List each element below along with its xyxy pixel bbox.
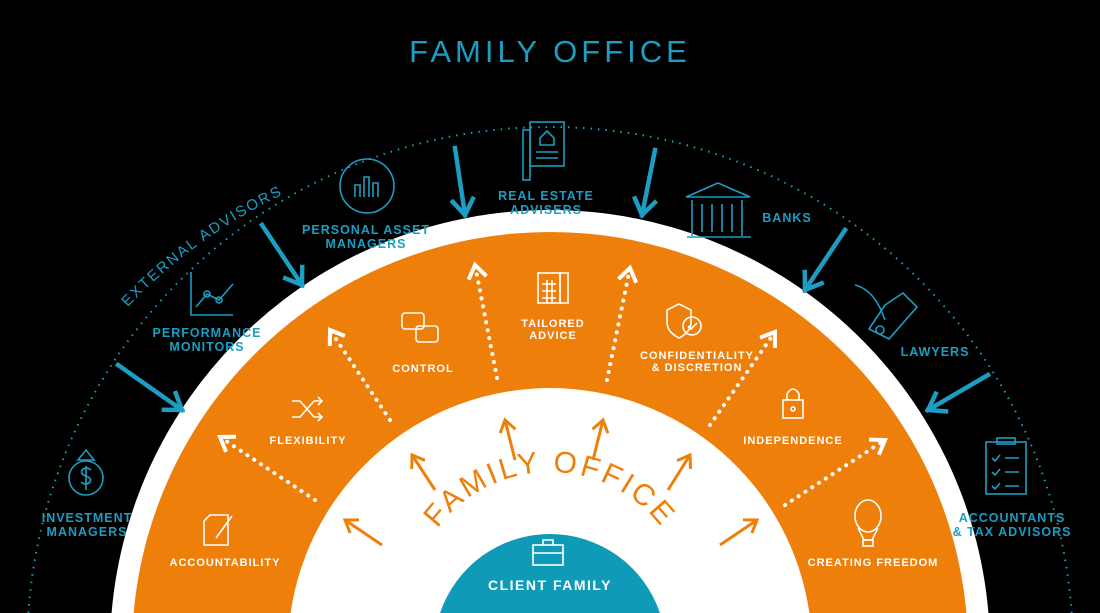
label-line: ADVISERS xyxy=(510,203,582,217)
advisor-arrow-icon xyxy=(924,371,992,414)
outer-ring-label: EXTERNAL ADVISORS xyxy=(118,182,285,309)
advisor-accountants-tax: ACCOUNTANTS& TAX ADVISORS xyxy=(953,511,1072,539)
calculator-icon xyxy=(537,272,569,304)
label-line: MANAGERS xyxy=(46,525,128,539)
family-office-ring xyxy=(290,388,810,613)
dotted-arrow-icon xyxy=(327,327,392,422)
chat-bubbles-icon xyxy=(401,312,439,343)
label-line: ACCOUNTABILITY xyxy=(169,557,281,569)
center-label: CLIENT FAMILY xyxy=(488,577,612,593)
label-line: ACCOUNTANTS xyxy=(958,511,1066,525)
inner-arrow-icon xyxy=(666,452,693,491)
bar-chart-cycle-icon xyxy=(339,158,395,214)
bank-building-icon xyxy=(685,182,751,238)
advisor-arrow-icon xyxy=(258,221,306,289)
advisor-arrow-icon xyxy=(631,147,659,219)
shuffle-icon xyxy=(292,396,324,422)
dotted-arrow-icon xyxy=(217,434,317,502)
padlock-icon xyxy=(782,388,804,419)
quill-scroll-icon xyxy=(854,284,919,340)
label-line: FLEXIBILITY xyxy=(269,435,347,447)
benefit-dotted-arrows xyxy=(217,261,888,507)
client-family-circle xyxy=(440,534,660,613)
shield-check-icon xyxy=(666,303,702,339)
benefit-independence: INDEPENDENCE xyxy=(743,434,842,448)
benefit-confidentiality: CONFIDENTIALITY& DISCRETION xyxy=(640,350,754,374)
advisor-lawyers: LAWYERS xyxy=(901,345,970,359)
page-title: FAMILY OFFICE xyxy=(409,34,691,69)
dotted-arrow-icon xyxy=(605,264,639,382)
label-line: REAL ESTATE xyxy=(498,189,594,203)
label-line: BANKS xyxy=(762,211,812,225)
benefit-control: CONTROL xyxy=(392,362,453,376)
advisor-banks: BANKS xyxy=(762,211,811,225)
label-line: TAILORED xyxy=(521,318,585,330)
label-line: & DISCRETION xyxy=(651,362,743,374)
inner-arrow-icon xyxy=(410,452,437,491)
inner-arrow-icon xyxy=(342,518,383,547)
benefit-accountability: ACCOUNTABILITY xyxy=(170,556,281,570)
money-bag-icon xyxy=(68,448,104,496)
hot-air-balloon-icon xyxy=(854,499,882,547)
property-document-icon xyxy=(522,121,565,181)
line-chart-icon xyxy=(190,272,234,316)
benefit-flexibility: FLEXIBILITY xyxy=(270,434,347,448)
inner-arrow-icon xyxy=(719,518,760,547)
label-line: PERSONAL ASSET xyxy=(302,223,430,237)
label-line: INVESTMENT xyxy=(41,511,133,525)
inner-arrow-icon xyxy=(591,417,610,461)
dotted-arrow-icon xyxy=(466,261,499,380)
inner-arrows xyxy=(342,417,760,547)
document-pen-icon xyxy=(203,514,233,546)
outer-ring-label-text: EXTERNAL ADVISORS xyxy=(118,182,283,309)
dotted-arrow-icon xyxy=(708,329,778,427)
advisor-arrow-icon xyxy=(449,145,476,219)
inner-arrow-icon xyxy=(498,417,517,461)
label-line: LAWYERS xyxy=(900,345,970,359)
label-line: PERFORMANCE xyxy=(152,326,262,340)
label-line: INDEPENDENCE xyxy=(743,435,843,447)
label-line: & TAX ADVISORS xyxy=(952,525,1072,539)
advisor-arrow-icon xyxy=(801,226,849,294)
external-advisors-dotted-arc xyxy=(27,126,1073,613)
briefcase-icon xyxy=(532,539,564,566)
advisor-arrow-icon xyxy=(114,361,186,414)
checklist-clipboard-icon xyxy=(985,437,1027,495)
label-line: CREATING FREEDOM xyxy=(807,557,939,569)
label-line: ADVICE xyxy=(529,330,577,342)
label-line: CONTROL xyxy=(392,363,454,375)
advisor-arrows xyxy=(114,145,992,414)
label-line: MONITORS xyxy=(169,340,245,354)
label-line: MANAGERS xyxy=(325,237,407,251)
benefit-creating-freedom: CREATING FREEDOM xyxy=(808,556,939,570)
label-line: CONFIDENTIALITY xyxy=(640,350,754,362)
dotted-arrow-icon xyxy=(783,437,888,507)
